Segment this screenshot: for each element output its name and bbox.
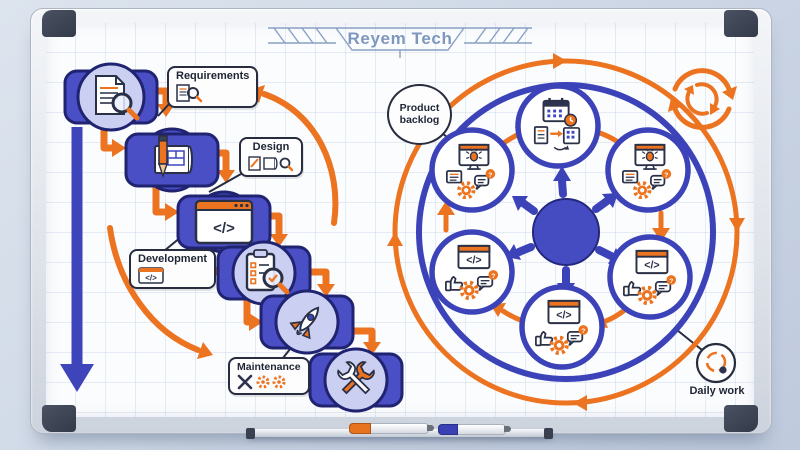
daily-work-connector [676, 329, 703, 351]
waterfall-diagram: </> [60, 62, 404, 413]
development-tag: Development </> [129, 249, 217, 289]
maintenance-tools-icons [237, 374, 301, 390]
maintenance-tag-label: Maintenance [237, 361, 301, 373]
page-title: Reyem Tech [347, 29, 453, 48]
code-window-icon: </> [138, 266, 207, 284]
agile-node-release [607, 234, 693, 320]
code-glyph: </> [213, 220, 235, 237]
maintenance-tag: Maintenance [228, 357, 310, 396]
agile-node-feedback [429, 229, 515, 315]
product-backlog-label: Product backlog [387, 84, 452, 145]
corner-brace-bottom-left [42, 405, 76, 432]
daily-work-cycle-icon [695, 342, 737, 384]
timeline-arrow [60, 127, 94, 392]
hub-arrows [515, 177, 615, 287]
blueprint-pencil-icon [154, 135, 193, 179]
stage-node-design [124, 127, 220, 193]
design-tools-icons [248, 155, 294, 172]
marker-orange [349, 423, 434, 434]
code-window-icon: </> [194, 199, 254, 245]
agile-diagram [387, 53, 745, 411]
product-backlog-text: Product backlog [399, 101, 440, 126]
agile-node-bugfix [429, 127, 515, 213]
sync-cycle-icon [668, 68, 737, 130]
outer-cycle-ring [387, 53, 745, 411]
design-tag-label: Design [252, 141, 290, 153]
corner-brace-top-left [42, 10, 76, 37]
svg-text:</>: </> [145, 273, 157, 282]
document-magnifier-icon [176, 83, 249, 103]
crossed-wrenches-icon [337, 361, 375, 395]
stage-node-requirements [63, 62, 159, 132]
stage-node-development: </> [176, 190, 272, 254]
stage-node-maintenance [308, 347, 404, 413]
design-tag: Design [239, 137, 303, 177]
agile-node-sprint-planning [515, 83, 601, 169]
requirements-tag: Requirements [167, 66, 259, 108]
daily-work-label: Daily work [689, 385, 745, 397]
hub [506, 166, 623, 298]
flow-arrows [100, 87, 376, 346]
stage-node-deployment [259, 289, 355, 355]
marker-blue [438, 424, 511, 435]
requirements-tag-label: Requirements [176, 70, 250, 82]
title-banner [268, 27, 532, 58]
tray-cap-left [246, 428, 255, 439]
corner-brace-top-right [724, 10, 758, 37]
document-magnifier-icon [95, 75, 140, 121]
agile-nodes [429, 83, 693, 370]
corner-brace-bottom-right [724, 405, 758, 432]
agile-node-retro [519, 284, 605, 370]
sweep-arc [107, 225, 213, 359]
rocket-icon [289, 306, 320, 340]
agile-node-review [605, 127, 691, 213]
development-tag-label: Development [138, 253, 208, 265]
tray-cap-right [544, 428, 553, 439]
clipboard-check-icon [245, 249, 290, 295]
